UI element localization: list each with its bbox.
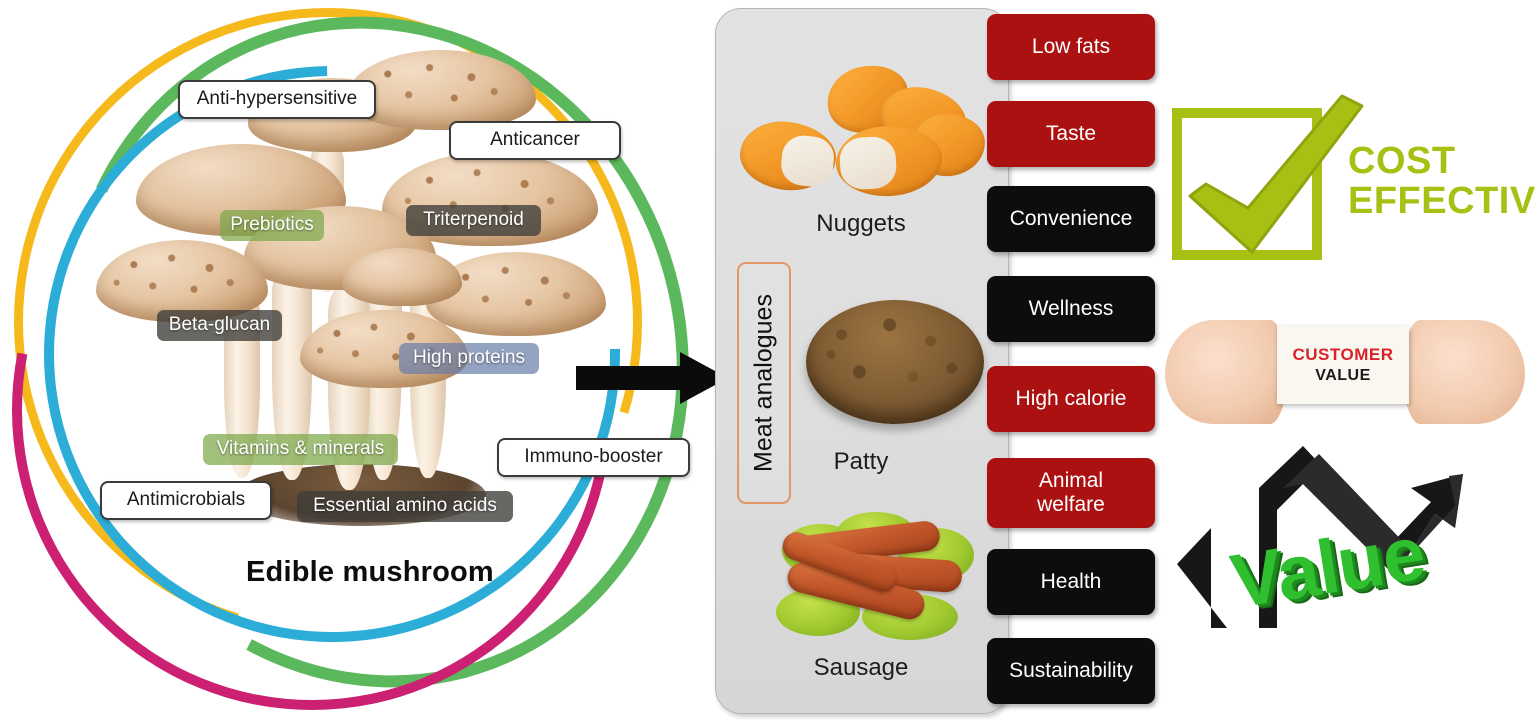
attribute-label: Convenience xyxy=(1009,207,1133,231)
tag-immuno-booster[interactable]: Immuno-booster xyxy=(497,438,690,477)
customer-value-graphic: CUSTOMER VALUE xyxy=(1165,312,1525,442)
tag-essential-amino-acids[interactable]: Essential amino acids xyxy=(297,491,513,522)
attribute-label: Low fats xyxy=(1031,35,1111,59)
customer-value-line-2: VALUE xyxy=(1315,367,1371,384)
tag-high-proteins[interactable]: High proteins xyxy=(399,343,539,374)
check-mark-icon xyxy=(1188,94,1364,254)
attribute-label: Wellness xyxy=(1028,297,1114,321)
tag-label: Anticancer xyxy=(490,129,580,150)
mushroom-cap xyxy=(346,50,536,130)
tag-triterpenoid[interactable]: Triterpenoid xyxy=(406,205,541,236)
tag-label: Prebiotics xyxy=(230,214,314,235)
attribute-taste[interactable]: Taste xyxy=(987,101,1155,167)
product-label-nuggets: Nuggets xyxy=(816,210,906,237)
tag-anti-hypersensitive[interactable]: Anti-hypersensitive xyxy=(178,80,376,119)
attribute-label: Sustainability xyxy=(1009,659,1133,683)
process-arrow-icon xyxy=(576,352,728,404)
cost-line-2: EFFECTIVE xyxy=(1348,179,1535,222)
tag-antimicrobials[interactable]: Antimicrobials xyxy=(100,481,272,520)
attribute-column: Low fats Taste Convenience Wellness High… xyxy=(987,0,1163,720)
left-hand-image xyxy=(1165,320,1287,424)
tag-label: Triterpenoid xyxy=(423,209,524,230)
tag-label: Immuno-booster xyxy=(524,446,663,467)
growth-arrow-icon xyxy=(1177,446,1463,628)
attribute-label: Animal welfare xyxy=(1037,469,1105,516)
cost-line-1: COST xyxy=(1348,140,1456,182)
value-growth-graphic: Value xyxy=(1163,432,1535,704)
mushroom-cap xyxy=(96,240,268,322)
tag-label: Anti-hypersensitive xyxy=(196,88,358,109)
attribute-convenience[interactable]: Convenience xyxy=(987,186,1155,252)
attribute-sustainability[interactable]: Sustainability xyxy=(987,638,1155,704)
tag-anticancer[interactable]: Anticancer xyxy=(449,121,621,160)
tag-label: Beta-glucan xyxy=(168,314,271,335)
mushroom-cap xyxy=(426,252,606,336)
attribute-animal-welfare[interactable]: Animal welfare xyxy=(987,458,1155,528)
customer-value-card: CUSTOMER VALUE xyxy=(1277,326,1409,404)
meat-analogues-tab-label: Meat analogues xyxy=(749,294,778,472)
edible-mushroom-panel: Anti-hypersensitive Anticancer Prebiotic… xyxy=(0,0,776,720)
product-label-patty: Patty xyxy=(833,448,889,475)
tag-label: Essential amino acids xyxy=(313,495,497,516)
customer-value-line-1: CUSTOMER xyxy=(1292,345,1394,364)
attribute-label: Health xyxy=(1040,570,1102,594)
tag-prebiotics[interactable]: Prebiotics xyxy=(220,210,324,241)
cost-effective-text: COST EFFECTIVE xyxy=(1348,140,1535,222)
tag-beta-glucan[interactable]: Beta-glucan xyxy=(157,310,282,341)
meat-analogues-tab[interactable]: Meat analogues xyxy=(737,262,791,504)
tag-label: Vitamins & minerals xyxy=(216,438,385,459)
mushroom-cap xyxy=(342,248,462,306)
attribute-low-fats[interactable]: Low fats xyxy=(987,14,1155,80)
attribute-wellness[interactable]: Wellness xyxy=(987,276,1155,342)
product-label-sausage: Sausage xyxy=(813,654,909,681)
tag-vitamins-minerals[interactable]: Vitamins & minerals xyxy=(203,434,398,465)
attribute-high-calorie[interactable]: High calorie xyxy=(987,366,1155,432)
right-hand-image xyxy=(1403,320,1525,424)
attribute-health[interactable]: Health xyxy=(987,549,1155,615)
tag-label: High proteins xyxy=(413,347,525,368)
attribute-label: Taste xyxy=(1045,122,1097,146)
attribute-label: High calorie xyxy=(1015,387,1127,411)
edible-mushroom-title: Edible mushroom xyxy=(246,556,494,588)
patty-image xyxy=(806,300,984,424)
cost-effective-graphic: COST EFFECTIVE xyxy=(1168,92,1535,282)
tag-label: Antimicrobials xyxy=(126,489,246,510)
